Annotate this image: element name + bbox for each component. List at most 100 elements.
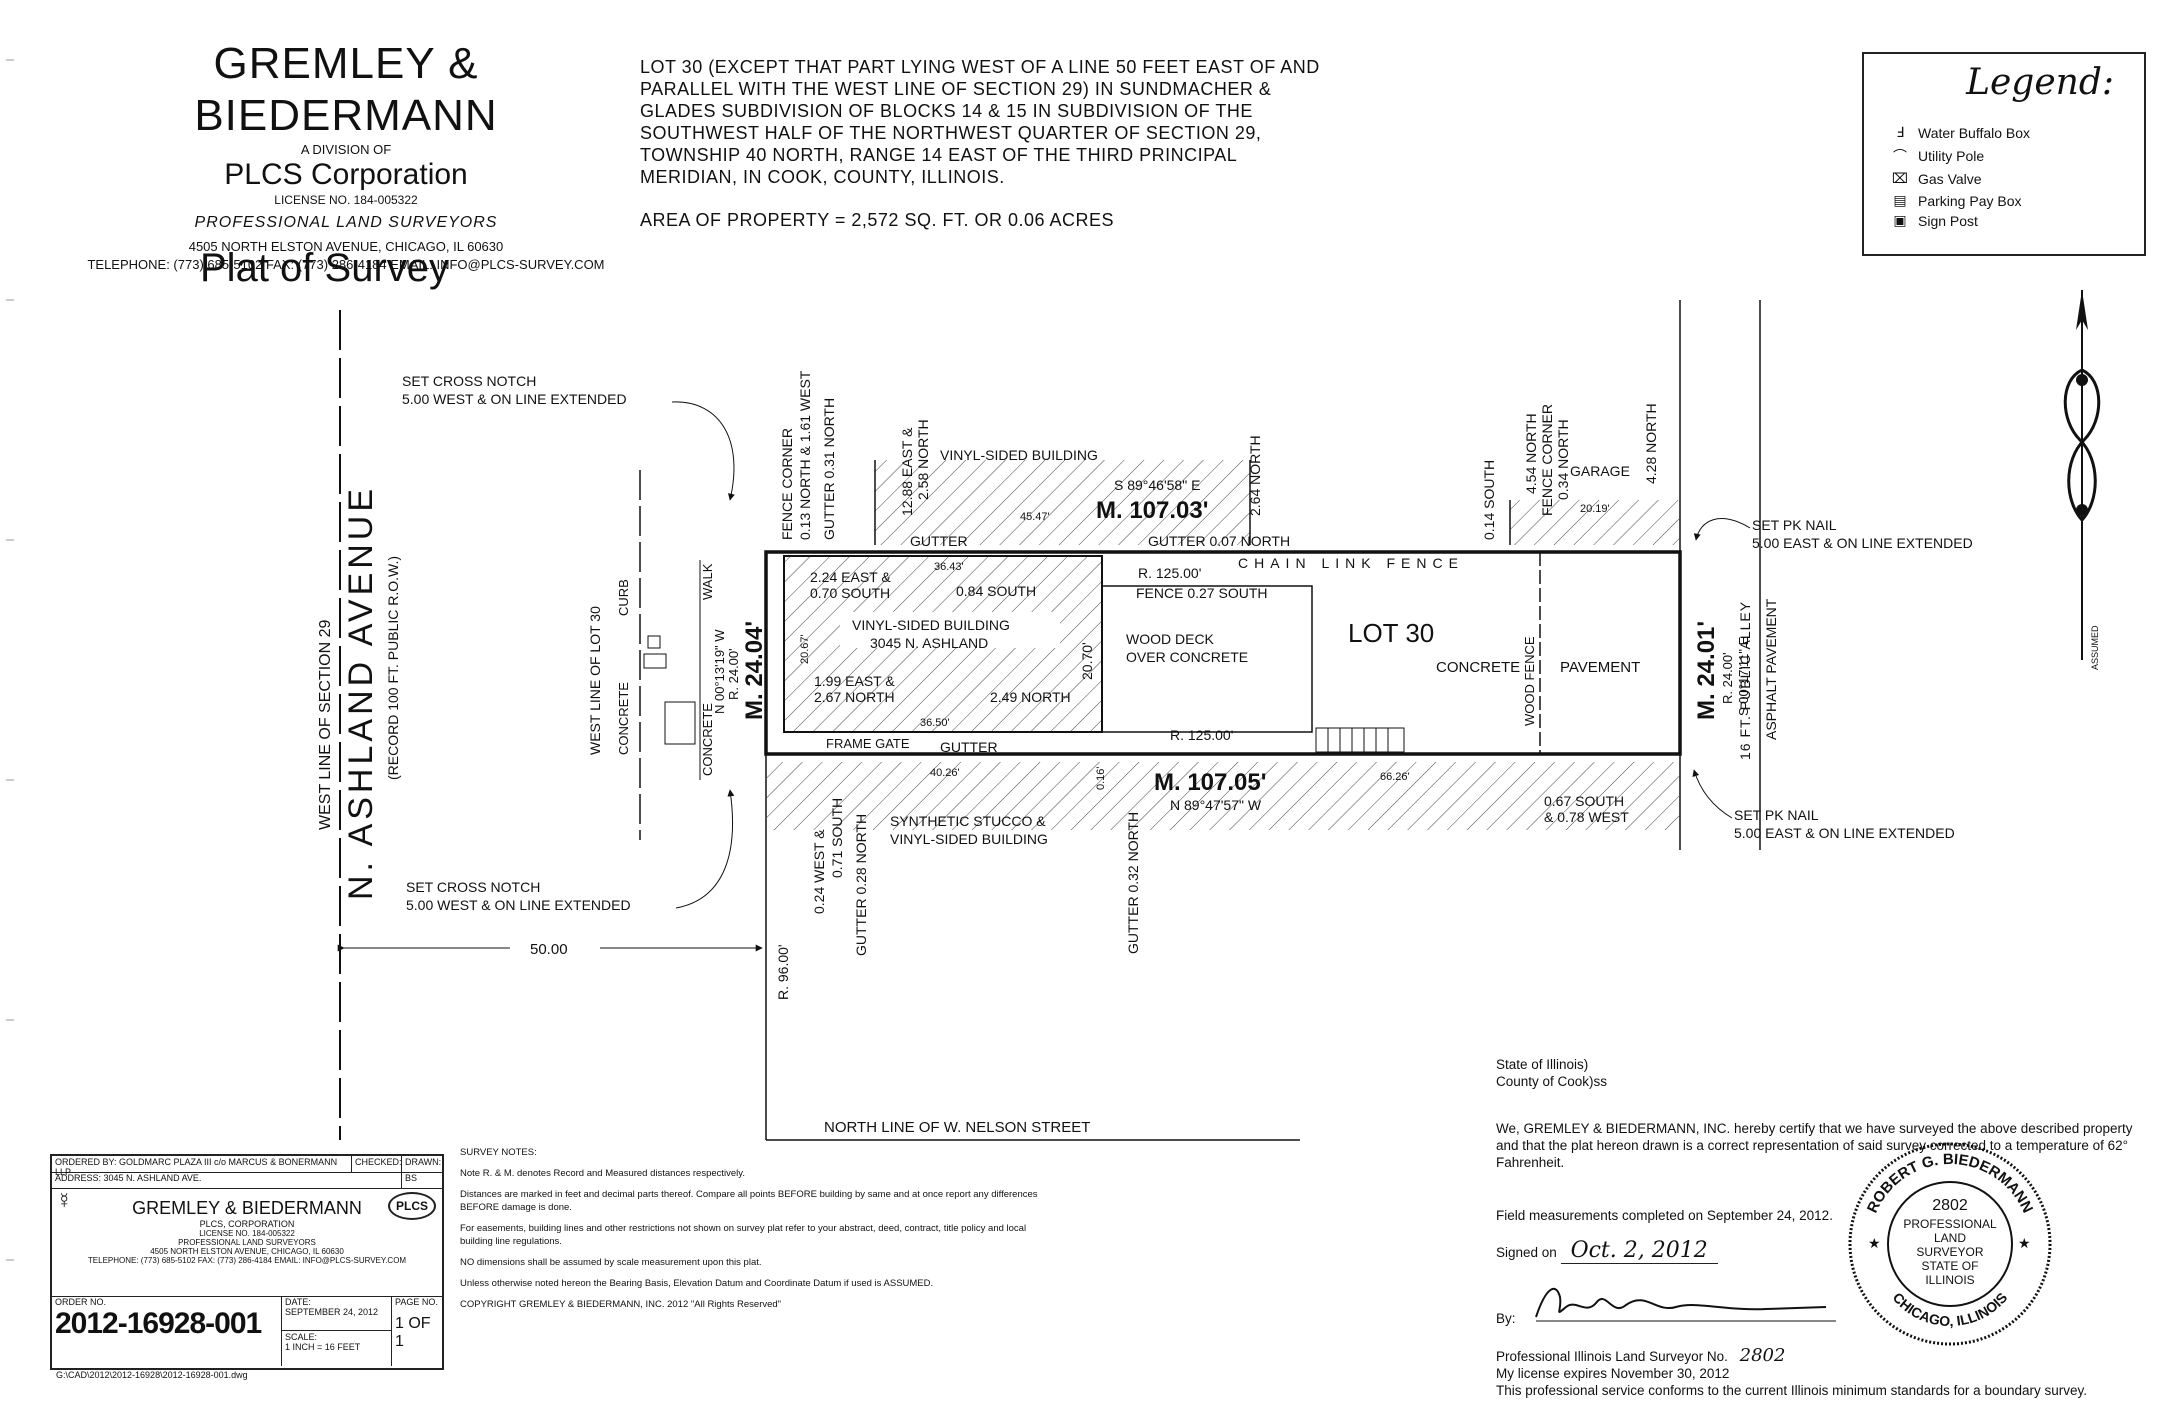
west-record: R. 24.00' [726, 648, 741, 700]
south-record: R. 125.00' [1170, 727, 1233, 743]
svg-text:LAND: LAND [1934, 1231, 1966, 1245]
survey-date: SEPTEMBER 24, 2012 [285, 1307, 379, 1317]
south-building [766, 762, 1680, 830]
sign-post-icon [647, 635, 661, 649]
dim-4026: 40.26' [930, 767, 960, 779]
wood-fence-label: WOOD FENCE [1522, 636, 1537, 726]
title-block-firm: GREMLEY & BIEDERMANN PLCS, CORPORATION L… [52, 1188, 442, 1297]
building-label: VINYL-SIDED BUILDING [852, 617, 1010, 633]
offset-249: 2.49 NORTH [990, 689, 1071, 705]
south-bearing: N 89°47'57" W [1170, 797, 1262, 813]
offset-067: 0.67 SOUTH [1544, 793, 1624, 809]
utility-box [664, 701, 696, 745]
pk-nail-top-2: 5.00 EAST & ON LINE EXTENDED [1752, 535, 1973, 551]
north-measured: M. 107.03' [1096, 497, 1208, 524]
plcs-logo-icon: PLCS [388, 1192, 436, 1220]
offset-199b: 2.67 NORTH [814, 689, 895, 705]
utility-pole-icon: ⌒ [1893, 148, 1907, 164]
south-measured: M. 107.05' [1154, 769, 1266, 796]
lot-label: LOT 30 [1348, 618, 1434, 648]
title-block: ORDERED BY: GOLDMARC PLAZA III c/o MARCU… [50, 1154, 444, 1370]
callout-454: 4.54 NORTH [1523, 413, 1539, 494]
r-96-label: R. 96.00' [775, 944, 791, 1000]
alley-label: 16 FT. PUBLIC ALLEY [1737, 601, 1753, 760]
legend-item: ⌒ Utility Pole [1882, 146, 1984, 166]
gutter-south-label: GUTTER [940, 739, 998, 755]
seal-ring-bottom: CHICAGO, ILLINOIS [1890, 1289, 2011, 1329]
callout-fence-corner-east-2: 0.34 NORTH [1555, 419, 1571, 500]
west-bearing: N 00°13'19" W [712, 629, 727, 714]
cross-notch-bottom: SET CROSS NOTCH [406, 879, 540, 895]
legend: Legend: Ⅎ Water Buffalo Box ⌒ Utility Po… [1862, 52, 2146, 256]
sign-post-icon: ▣ [1893, 212, 1907, 228]
note-item: Note R. & M. denotes Record and Measured… [460, 1168, 745, 1179]
dim-4547: 45.47' [1020, 511, 1050, 523]
note-item: Unless otherwise noted hereon the Bearin… [460, 1278, 934, 1289]
dim-016: 0.16' [1095, 766, 1107, 790]
gas-valve-icon: ⌧ [1891, 170, 1909, 186]
surveyor-seal: ROBERT G. BIEDERMANN CHICAGO, ILLINOIS 2… [1848, 1142, 2052, 1346]
street-record: (RECORD 100 FT. PUBLIC R.O.W.) [385, 556, 401, 780]
firm-tagline: PROFESSIONAL LAND SURVEYORS [194, 214, 498, 231]
svg-text:SURVEYOR: SURVEYOR [1916, 1245, 1983, 1259]
frame-gate-label: FRAME GATE [826, 736, 910, 751]
callout-1288: 12.88 EAST & [899, 427, 915, 516]
gutter-north-label: GUTTER [910, 533, 968, 549]
ordered-by: GOLDMARC PLAZA III c/o MARCUS & BONERMAN… [55, 1157, 338, 1177]
svg-text:STATE OF: STATE OF [1922, 1259, 1979, 1273]
west-measured: M. 24.04' [741, 621, 768, 720]
page-number: 1 OF 1 [395, 1315, 431, 1350]
legend-item: Ⅎ Water Buffalo Box [1882, 124, 2030, 141]
dim-2019: 20.19' [1580, 503, 1610, 515]
callout-gutter-031: GUTTER 0.31 NORTH [821, 398, 837, 540]
scale: 1 INCH = 16 FEET [285, 1342, 361, 1352]
firm-license: LICENSE NO. 184-005322 [274, 193, 418, 207]
svg-text:PROFESSIONAL: PROFESSIONAL [1903, 1217, 1997, 1231]
seal-number: 2802 [1932, 1197, 1968, 1214]
east-record: R. 24.00' [1720, 652, 1735, 704]
chain-link-label: CHAIN LINK FENCE [1238, 555, 1464, 571]
callout-gutter-028: GUTTER 0.28 NORTH [853, 814, 869, 956]
pk-nail-bottom-2: 5.00 EAST & ON LINE EXTENDED [1734, 825, 1955, 841]
dim-3643: 36.43' [934, 561, 964, 573]
north-building [875, 460, 1250, 545]
south-building-label: SYNTHETIC STUCCO & [890, 813, 1046, 829]
svg-text:CHICAGO, ILLINOIS: CHICAGO, ILLINOIS [1890, 1289, 2011, 1329]
offset-199: 1.99 EAST & [814, 673, 895, 689]
firm-corporation: PLCS Corporation [224, 158, 468, 191]
pavement-label: PAVEMENT [1560, 659, 1640, 676]
page-title: Plat of Survey [200, 246, 450, 290]
legal-description: LOT 30 (EXCEPT THAT PART LYING WEST OF A… [640, 57, 1320, 187]
note-item: Distances are marked in feet and decimal… [460, 1189, 1038, 1213]
callout-gutter-032: GUTTER 0.32 NORTH [1125, 812, 1141, 954]
building-address: 3045 N. ASHLAND [870, 635, 988, 651]
cert-state: State of Illinois) [1496, 1057, 1589, 1072]
note-item: NO dimensions shall be assumed by scale … [460, 1257, 762, 1268]
cert-field: Field measurements completed on Septembe… [1496, 1208, 1833, 1223]
checked-label: CHECKED: [352, 1156, 402, 1172]
order-address: 3045 N. ASHLAND AVE. [103, 1173, 202, 1183]
north-bearing: S 89°46'58" E [1114, 477, 1200, 493]
page-margin-ticks [6, 59, 14, 1261]
stairs [1315, 727, 1405, 753]
survey-notes: SURVEY NOTES: Note R. & M. denotes Recor… [460, 1146, 1040, 1319]
callout-024b: 0.71 SOUTH [829, 798, 845, 878]
street-name: N. ASHLAND AVENUE [342, 485, 380, 900]
dim-3650: 36.50' [920, 717, 950, 729]
north-line-label: NORTH LINE OF W. NELSON STREET [824, 1119, 1090, 1136]
dim-2067: 20.67' [799, 634, 811, 664]
cross-notch-bottom-2: 5.00 WEST & ON LINE EXTENDED [406, 897, 631, 913]
callout-014: 0.14 SOUTH [1481, 460, 1497, 540]
concrete-label-2: CONCRETE [700, 703, 715, 776]
garage [1510, 500, 1680, 545]
firm-address: 4505 NORTH ELSTON AVENUE, CHICAGO, IL 60… [188, 239, 504, 254]
notes-title: SURVEY NOTES: [460, 1147, 537, 1158]
parking-pay-box-icon: ▤ [1893, 192, 1907, 208]
cross-notch-top: SET CROSS NOTCH [402, 373, 536, 389]
legend-title: Legend: [1966, 62, 2114, 103]
garage-label: GARAGE [1570, 463, 1630, 479]
gutter-north-2-label: GUTTER 0.07 NORTH [1148, 533, 1290, 549]
note-item: For easements, building lines and other … [460, 1223, 1027, 1247]
cross-notch-top-2: 5.00 WEST & ON LINE EXTENDED [402, 391, 627, 407]
signature-icon [1534, 1287, 1836, 1322]
